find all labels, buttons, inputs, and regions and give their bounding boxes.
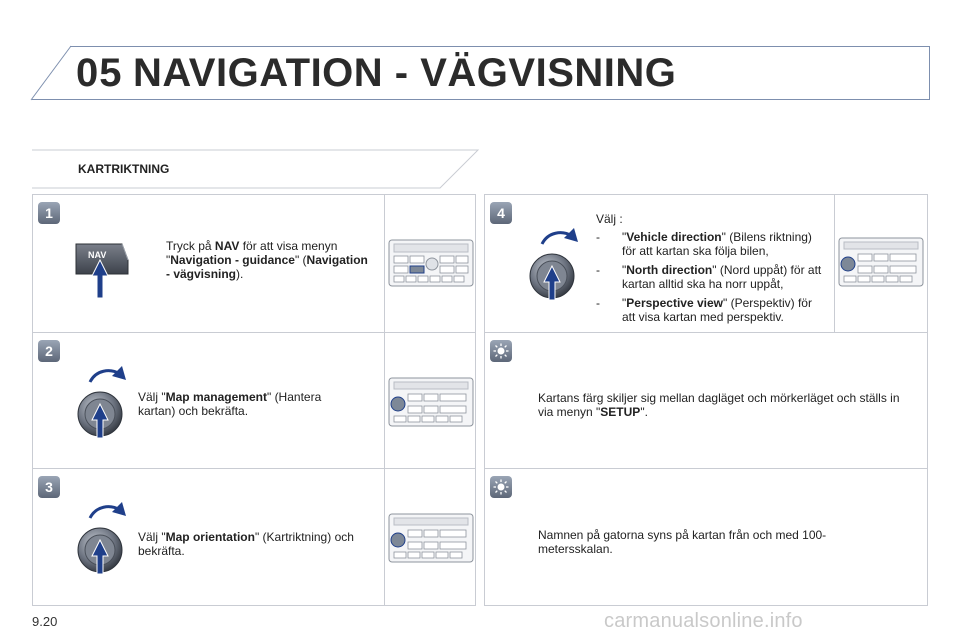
list-dash: - xyxy=(596,230,600,244)
left-row-divider-2 xyxy=(32,468,476,469)
watermark: carmanualsonline.info xyxy=(604,610,803,632)
option-bold: Perspective view xyxy=(626,296,723,310)
step-1-text-d: Navigation - guidance xyxy=(170,253,295,267)
step-1-text: Tryck på NAV för att visa menyn "Navigat… xyxy=(166,239,371,281)
section-label: KARTRIKTNING xyxy=(78,162,170,176)
option-rest: " (Bilens riktning) för att kartan ska f… xyxy=(622,230,812,258)
option-text: "North direction" (Nord uppåt) för att k… xyxy=(622,263,828,291)
lightbulb-icon xyxy=(493,343,509,359)
rotary-knob-icon-3 xyxy=(77,502,126,575)
option-text: "Perspective view" (Perspektiv) för att … xyxy=(622,296,828,324)
lightbulb-icon xyxy=(493,479,509,495)
tip-2-text: Namnen på gatorna syns på kartan från oc… xyxy=(538,528,827,556)
step-4-badge: 4 xyxy=(490,202,512,224)
option-rest: " (Perspektiv) för att visa kartan med p… xyxy=(622,296,812,324)
left-row-divider-1 xyxy=(32,332,476,333)
right-row-divider-2 xyxy=(484,468,928,469)
option-rest: " (Nord uppåt) för att kartan alltid ska… xyxy=(622,263,822,291)
header-diagonal xyxy=(30,45,72,101)
header-rule-right xyxy=(929,46,930,100)
step-3-text-c: " (Kartriktning) och bekräfta. xyxy=(138,530,354,558)
step-1-text-c: för att visa menyn " xyxy=(166,239,338,267)
step-3-badge: 3 xyxy=(38,476,60,498)
chapter-number: 05 xyxy=(76,51,123,95)
radio-panel-illustration-2 xyxy=(388,377,474,427)
option-text: "Vehicle direction" (Bilens riktning) fö… xyxy=(622,230,828,258)
tip-1-text: Kartans färg skiljer sig mellan dagläget… xyxy=(538,391,918,419)
step-2-text: Välj "Map management" (Hantera kartan) o… xyxy=(138,390,343,418)
nav-key-illustration: NAV xyxy=(72,238,132,299)
tip-2-badge xyxy=(490,476,512,498)
option-bold: North direction xyxy=(626,263,713,277)
step-2-badge: 2 xyxy=(38,340,60,362)
option-quote: " xyxy=(622,263,627,277)
radio-panel-illustration-3 xyxy=(388,513,474,563)
step-3-text-b: Map orientation xyxy=(165,530,255,544)
header-rule-top xyxy=(70,46,930,47)
step-4-option-north-direction: - "North direction" (Nord uppåt) för att… xyxy=(596,263,828,291)
right-row-divider-1 xyxy=(484,332,928,333)
step-1-text-a: Tryck på xyxy=(166,239,215,253)
list-dash: - xyxy=(596,263,600,277)
radio-panel-illustration-1 xyxy=(388,239,474,287)
list-dash: - xyxy=(596,296,600,310)
step-4-option-vehicle-direction: - "Vehicle direction" (Bilens riktning) … xyxy=(596,230,828,258)
page-number: 9.20 xyxy=(32,614,58,629)
tip-1-text-b: SETUP xyxy=(600,405,641,419)
step-4-option-perspective-view: - "Perspective view" (Perspektiv) för at… xyxy=(596,296,828,324)
step-2-text-b: Map management xyxy=(165,390,267,404)
left-panel-divider xyxy=(384,194,385,606)
option-quote: " xyxy=(622,230,627,244)
chapter-title: NAVIGATION - VÄGVISNING xyxy=(133,51,677,95)
tip-1-badge xyxy=(490,340,512,362)
radio-panel-illustration-4 xyxy=(838,237,924,287)
option-quote: " xyxy=(622,296,627,310)
step-4-text: Välj : - "Vehicle direction" (Bilens rik… xyxy=(596,212,828,324)
step-1-text-g: ). xyxy=(236,267,244,281)
step-3-text-a: Välj " xyxy=(138,530,166,544)
step-2-text-a: Välj " xyxy=(138,390,166,404)
rotary-knob-icon-2 xyxy=(77,366,126,439)
step-4-intro: Välj : xyxy=(596,212,623,226)
step-3-text: Välj "Map orientation" (Kartriktning) oc… xyxy=(138,530,378,558)
header-rule-bottom xyxy=(32,99,930,100)
nav-key-label: NAV xyxy=(88,250,107,260)
step-1-text-f: Navigation - vägvisning xyxy=(166,253,368,281)
tip-1-text-c: ". xyxy=(640,405,648,419)
step-1-text-e: " ( xyxy=(294,253,307,267)
step-1-badge: 1 xyxy=(38,202,60,224)
rotary-knob-icon-4 xyxy=(529,228,578,301)
tip-1-text-a: Kartans färg skiljer sig mellan dagläget… xyxy=(538,391,900,419)
nav-key-icon xyxy=(75,243,129,299)
step-2-text-c: " (Hantera kartan) och bekräfta. xyxy=(138,390,322,418)
section-frame xyxy=(32,149,480,189)
option-bold: Vehicle direction xyxy=(626,230,722,244)
right-panel-divider xyxy=(834,194,835,332)
step-1-text-b: NAV xyxy=(214,239,240,253)
